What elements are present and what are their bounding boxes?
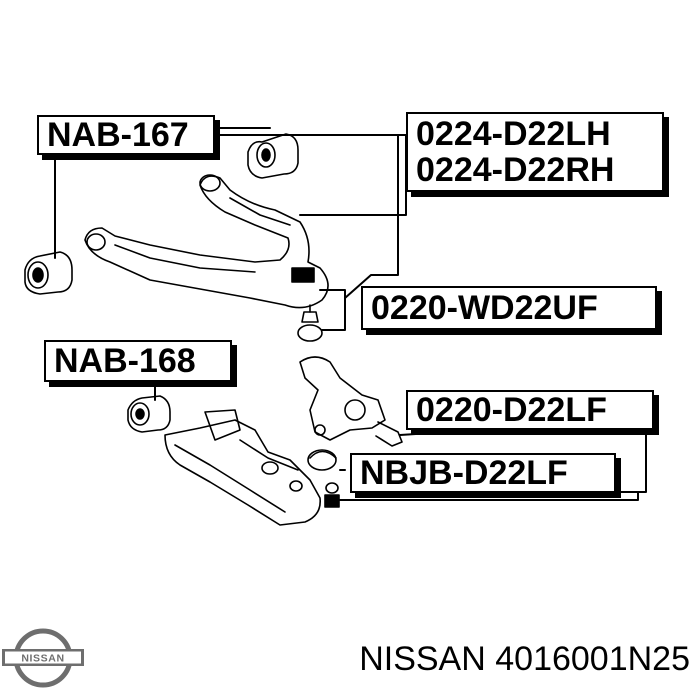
part-number: 4016001N25: [495, 640, 690, 678]
label-0220-d22lf: 0220-D22LF: [406, 390, 654, 430]
label-0224-d22lh-text: 0224-D22LH: [416, 115, 611, 153]
label-0220-d22lf-text: 0220-D22LF: [416, 391, 607, 429]
label-0220-wd22uf-text: 0220-WD22UF: [371, 289, 598, 327]
upper-bushing-right: [247, 133, 299, 179]
label-nab-167-text: NAB-167: [47, 116, 189, 154]
upper-ball-joint: [297, 304, 323, 342]
label-0220-wd22uf: 0220-WD22UF: [361, 286, 657, 330]
label-nab-168: NAB-168: [44, 340, 232, 382]
label-0224-d22rh-text: 0224-D22RH: [416, 151, 615, 189]
nissan-logo-icon: NISSAN: [2, 628, 84, 688]
brand-name: NISSAN: [359, 640, 486, 678]
steering-knuckle: [299, 356, 403, 447]
label-0224-d22: 0224-D22LH 0224-D22RH: [406, 112, 664, 192]
label-nbjb-d22lf-text: NBJB-D22LF: [360, 454, 568, 492]
part-number-caption: NISSAN 4016001N25: [359, 640, 690, 679]
lower-bushing: [127, 395, 171, 433]
lower-ball-joint: [307, 449, 340, 508]
logo-text: NISSAN: [21, 653, 64, 665]
lower-control-arm: [164, 409, 322, 526]
label-nbjb-d22lf: NBJB-D22LF: [350, 453, 616, 493]
label-nab-168-text: NAB-168: [54, 342, 196, 380]
label-nab-167: NAB-167: [37, 115, 215, 155]
upper-control-arm: [84, 174, 329, 309]
upper-bushing-left: [24, 251, 73, 295]
